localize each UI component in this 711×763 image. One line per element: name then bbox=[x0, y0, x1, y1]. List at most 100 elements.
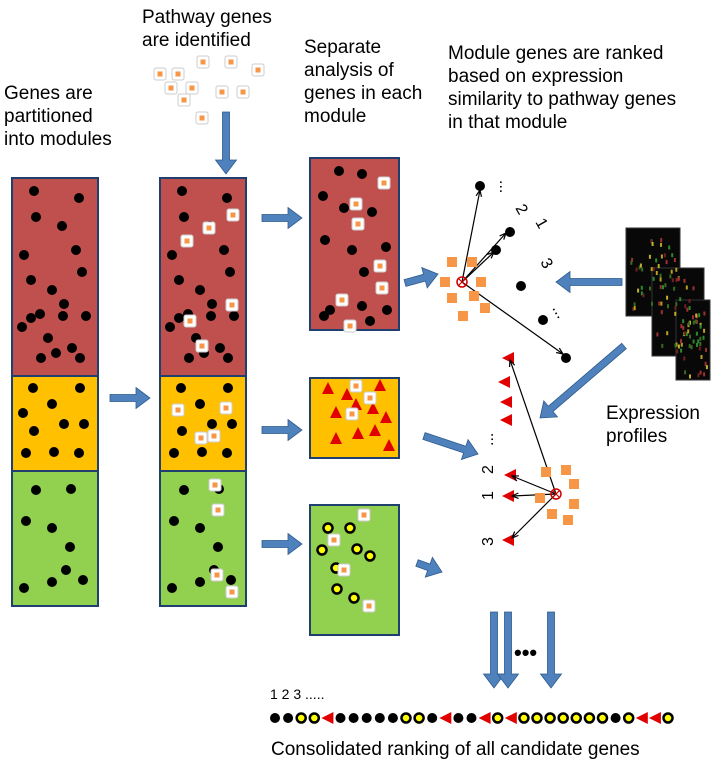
gene-dot bbox=[43, 333, 53, 343]
pathway-gene-core bbox=[175, 71, 181, 77]
heatmap-spot bbox=[688, 321, 690, 326]
gene-triangle bbox=[374, 379, 386, 391]
pathway-gene-square bbox=[569, 479, 579, 489]
gene-ring bbox=[344, 522, 356, 534]
gene-dot bbox=[427, 713, 438, 723]
pathway-gene-core bbox=[214, 572, 220, 578]
gene-dot bbox=[179, 485, 189, 495]
gene-dot bbox=[51, 348, 61, 358]
gene-dot bbox=[18, 408, 28, 418]
pathway-gene-core bbox=[223, 405, 229, 411]
heatmap-spot bbox=[650, 267, 653, 272]
heatmap-spot bbox=[661, 343, 664, 348]
heatmap-spot bbox=[674, 343, 677, 348]
gene-ring bbox=[544, 712, 556, 724]
pathway-centroid-cross bbox=[552, 490, 560, 498]
flow-arrow bbox=[403, 266, 439, 289]
heatmap-spot bbox=[700, 355, 703, 359]
gene-dot bbox=[31, 212, 41, 222]
heatmap-spot bbox=[703, 311, 706, 316]
gene-triangle bbox=[380, 411, 392, 423]
module-red-col1 bbox=[11, 177, 99, 377]
heatmap-spot bbox=[673, 286, 676, 291]
similarity-line bbox=[461, 189, 481, 283]
heatmap-spot bbox=[675, 267, 678, 272]
pathway-gene-square bbox=[480, 303, 490, 313]
heatmap-spot bbox=[683, 331, 686, 336]
gene-dot bbox=[67, 343, 77, 353]
heatmap-spot bbox=[698, 313, 701, 318]
heatmap-spot bbox=[637, 288, 640, 293]
gene-dot bbox=[219, 245, 229, 255]
pathway-gene-core bbox=[230, 212, 236, 218]
gene-dot bbox=[215, 343, 225, 353]
pathway-gene-square bbox=[547, 509, 557, 519]
rank-number: 3 bbox=[480, 537, 497, 546]
gene-dot bbox=[335, 713, 346, 723]
gene-triangle bbox=[330, 432, 342, 444]
heatmap-spot bbox=[695, 319, 698, 324]
gene-dot bbox=[505, 227, 515, 237]
pathway-gene-square bbox=[569, 499, 579, 509]
pathway-gene-core bbox=[366, 603, 372, 609]
pathway-gene-square bbox=[458, 311, 468, 321]
gene-dot bbox=[213, 542, 223, 552]
heatmap-spot bbox=[660, 254, 663, 259]
gene-ring bbox=[622, 712, 635, 724]
heatmap-spot bbox=[699, 370, 702, 375]
gene-dot bbox=[35, 309, 45, 319]
heatmap-spot bbox=[651, 301, 653, 306]
heatmap-spot bbox=[704, 361, 707, 366]
gene-ring bbox=[596, 712, 609, 724]
heatmap-spot bbox=[657, 264, 660, 269]
gene-dot bbox=[318, 191, 328, 201]
gene-triangle bbox=[504, 469, 516, 481]
heatmap-spot bbox=[671, 278, 674, 283]
similarity-arrowhead bbox=[508, 358, 516, 368]
pathway-gene-square bbox=[563, 515, 573, 525]
heatmap-spot bbox=[680, 324, 683, 329]
flow-arrow bbox=[496, 611, 520, 689]
gene-dot bbox=[57, 221, 67, 231]
pathway-gene-square bbox=[541, 467, 551, 477]
heatmap-spot bbox=[692, 315, 694, 320]
pathway-gene-core bbox=[341, 567, 347, 573]
rank-number: 2 bbox=[512, 202, 531, 218]
gene-dot bbox=[184, 353, 194, 363]
gene-ring bbox=[400, 712, 412, 724]
pathway-gene-core bbox=[229, 302, 235, 308]
heatmap-spot bbox=[648, 254, 651, 259]
gene-dot bbox=[79, 419, 89, 429]
gene-dot bbox=[21, 448, 31, 458]
gene-dot bbox=[77, 267, 87, 277]
heatmap-spot bbox=[665, 260, 668, 265]
heatmap-spot bbox=[703, 372, 706, 377]
gene-dot bbox=[222, 448, 232, 458]
pathway-gene-core bbox=[175, 407, 181, 413]
gene-triangle bbox=[321, 712, 334, 724]
gene-dot bbox=[29, 426, 39, 436]
heatmap-spot bbox=[674, 306, 677, 311]
gene-dot bbox=[348, 713, 359, 723]
heatmap-spot bbox=[692, 320, 695, 325]
gene-dot bbox=[347, 245, 357, 255]
gene-dot bbox=[19, 250, 29, 260]
heatmap-spot bbox=[662, 285, 664, 290]
heatmap-spot bbox=[650, 239, 653, 244]
gene-ring bbox=[364, 550, 376, 562]
gene-ring bbox=[491, 712, 504, 724]
gene-dot bbox=[195, 399, 205, 409]
gene-dot bbox=[26, 313, 36, 323]
gene-dot bbox=[49, 447, 59, 457]
gene-ring bbox=[662, 712, 674, 724]
pathway-gene-core bbox=[229, 589, 235, 595]
gene-ring bbox=[331, 583, 343, 595]
heatmap-spot bbox=[696, 342, 698, 347]
pathway-gene-core bbox=[199, 115, 205, 121]
pathway-gene-core bbox=[367, 395, 373, 401]
heatmap-spot bbox=[640, 285, 643, 290]
gene-dot bbox=[61, 565, 71, 575]
heatmap-spot bbox=[640, 291, 643, 296]
gene-ring bbox=[308, 712, 321, 724]
gene-dot bbox=[177, 186, 187, 196]
